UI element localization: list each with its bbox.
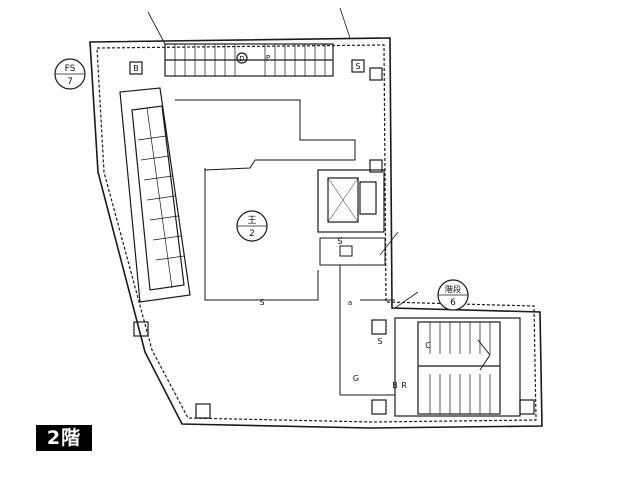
svg-text:FS: FS	[65, 64, 76, 74]
symbol-labels: S B D P S S a S G B R C	[133, 54, 431, 390]
svg-text:王: 王	[247, 215, 256, 226]
symbol-s-1: S	[355, 62, 360, 71]
circle-tag-center: 王 2	[236, 210, 268, 242]
svg-text:2: 2	[249, 229, 255, 239]
symbol-b: B	[133, 64, 139, 73]
symbol-b-2: B	[392, 381, 398, 390]
svg-text:階段: 階段	[445, 284, 461, 294]
corridor	[339, 265, 395, 396]
circle-tag-stair: 階段 6	[437, 279, 469, 311]
top-stair	[164, 43, 334, 77]
svg-text:6: 6	[450, 298, 456, 308]
elevator-core	[317, 169, 385, 233]
symbol-r: R	[401, 381, 407, 390]
symbol-p: P	[266, 54, 270, 62]
symbol-a: a	[348, 299, 352, 307]
symbol-s-2: S	[259, 298, 264, 307]
floor-label: 2階	[36, 425, 92, 451]
symbol-d: D	[239, 55, 244, 63]
columns	[129, 59, 535, 419]
symbol-c: C	[425, 341, 431, 350]
right-stair	[394, 317, 521, 417]
circle-tag-fs: FS 7	[54, 58, 86, 90]
inner-wall	[96, 44, 537, 423]
outer-wall	[89, 37, 543, 429]
symbol-s-4: S	[377, 337, 382, 346]
central-area	[175, 99, 356, 301]
svg-text:7: 7	[67, 77, 73, 87]
symbol-g: G	[353, 374, 359, 383]
core-rooms	[319, 237, 386, 266]
symbol-s-3: S	[337, 237, 342, 246]
escalator	[119, 87, 191, 303]
